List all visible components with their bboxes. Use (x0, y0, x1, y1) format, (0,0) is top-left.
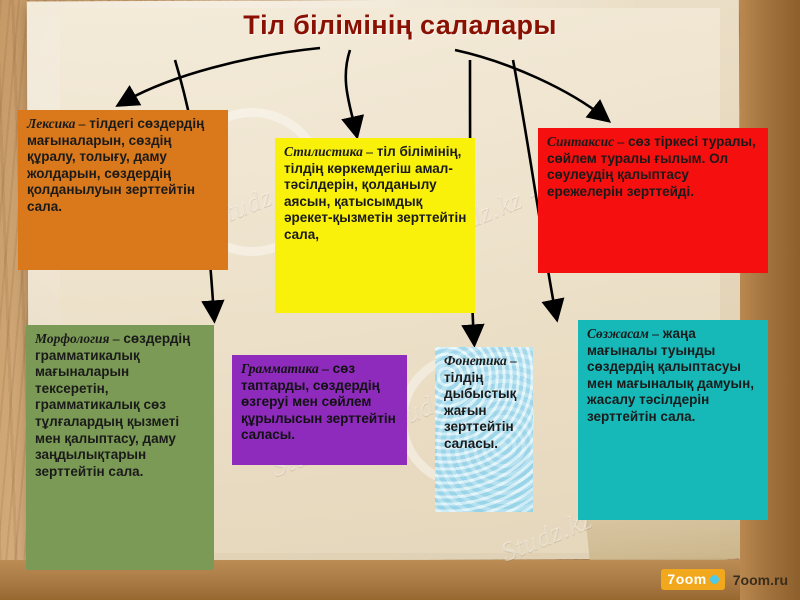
box-lead-morfologiya: Морфология – (35, 331, 120, 346)
concept-box-stilistika[interactable]: Стилистика – тіл білімінің, тілдің көрке… (275, 138, 475, 313)
box-text-morfologiya: сөздердің грамматикалық мағыналарын текс… (35, 331, 191, 479)
box-text-lexika: тілдегі сөздердің мағыналарын, сөздің құ… (27, 116, 205, 214)
box-text-grammatika: сөз таптарды, сөздердің өзгеруі мен сөйл… (241, 361, 396, 443)
box-lead-fonetika: Фонетика – (444, 353, 517, 368)
concept-box-sozzhasam[interactable]: Сөзжасам – жаңа мағыналы туынды сөздерді… (578, 320, 768, 520)
page-title: Тіл білімінің салалары (243, 10, 557, 40)
fonetika-texture (435, 347, 533, 512)
concept-box-fonetika[interactable]: Фонетика – тілдің дыбыстық жағын зерттей… (435, 347, 533, 512)
site-url: 7oom.ru (732, 571, 788, 588)
box-lead-stilistika: Стилистика – (284, 144, 374, 159)
arrow-to-lexika (115, 46, 321, 107)
concept-box-lexika[interactable]: Лексика – тілдегі сөздердің мағыналарын,… (18, 110, 228, 270)
box-text-sozzhasam: жаңа мағыналы туынды сөздердің қалыптасу… (587, 326, 754, 424)
box-text-fonetika: тілдің дыбыстық жағын зерттейтін саласы. (444, 369, 517, 451)
footer-branding: 7oom 7oom.ru (661, 569, 788, 590)
logo-dot-icon (709, 574, 719, 584)
box-text-stilistika: тіл білімінің, тілдің көркемдегіш амал-т… (284, 144, 467, 242)
arrow-to-sozzhasam (511, 59, 565, 323)
concept-box-grammatika[interactable]: Грамматика – сөз таптарды, сөздердің өзг… (232, 355, 407, 465)
arrow-to-stilistika (341, 49, 365, 140)
logo-text: 7oom (667, 571, 707, 587)
box-text-sintaksis: сөз тіркесі туралы, сөйлем туралы ғылым.… (547, 134, 756, 199)
concept-box-morfologiya[interactable]: Морфология – сөздердің грамматикалық мағ… (26, 325, 214, 570)
arrow-to-sintaksis (454, 48, 612, 123)
logo-badge[interactable]: 7oom (661, 569, 725, 590)
concept-box-sintaksis[interactable]: Синтаксис – сөз тіркесі туралы, сөйлем т… (538, 128, 768, 273)
box-lead-sintaksis: Синтаксис – (547, 134, 625, 149)
box-lead-grammatika: Грамматика – (241, 361, 329, 376)
box-lead-lexika: Лексика – (27, 116, 86, 131)
box-lead-sozzhasam: Сөзжасам – (587, 326, 660, 341)
